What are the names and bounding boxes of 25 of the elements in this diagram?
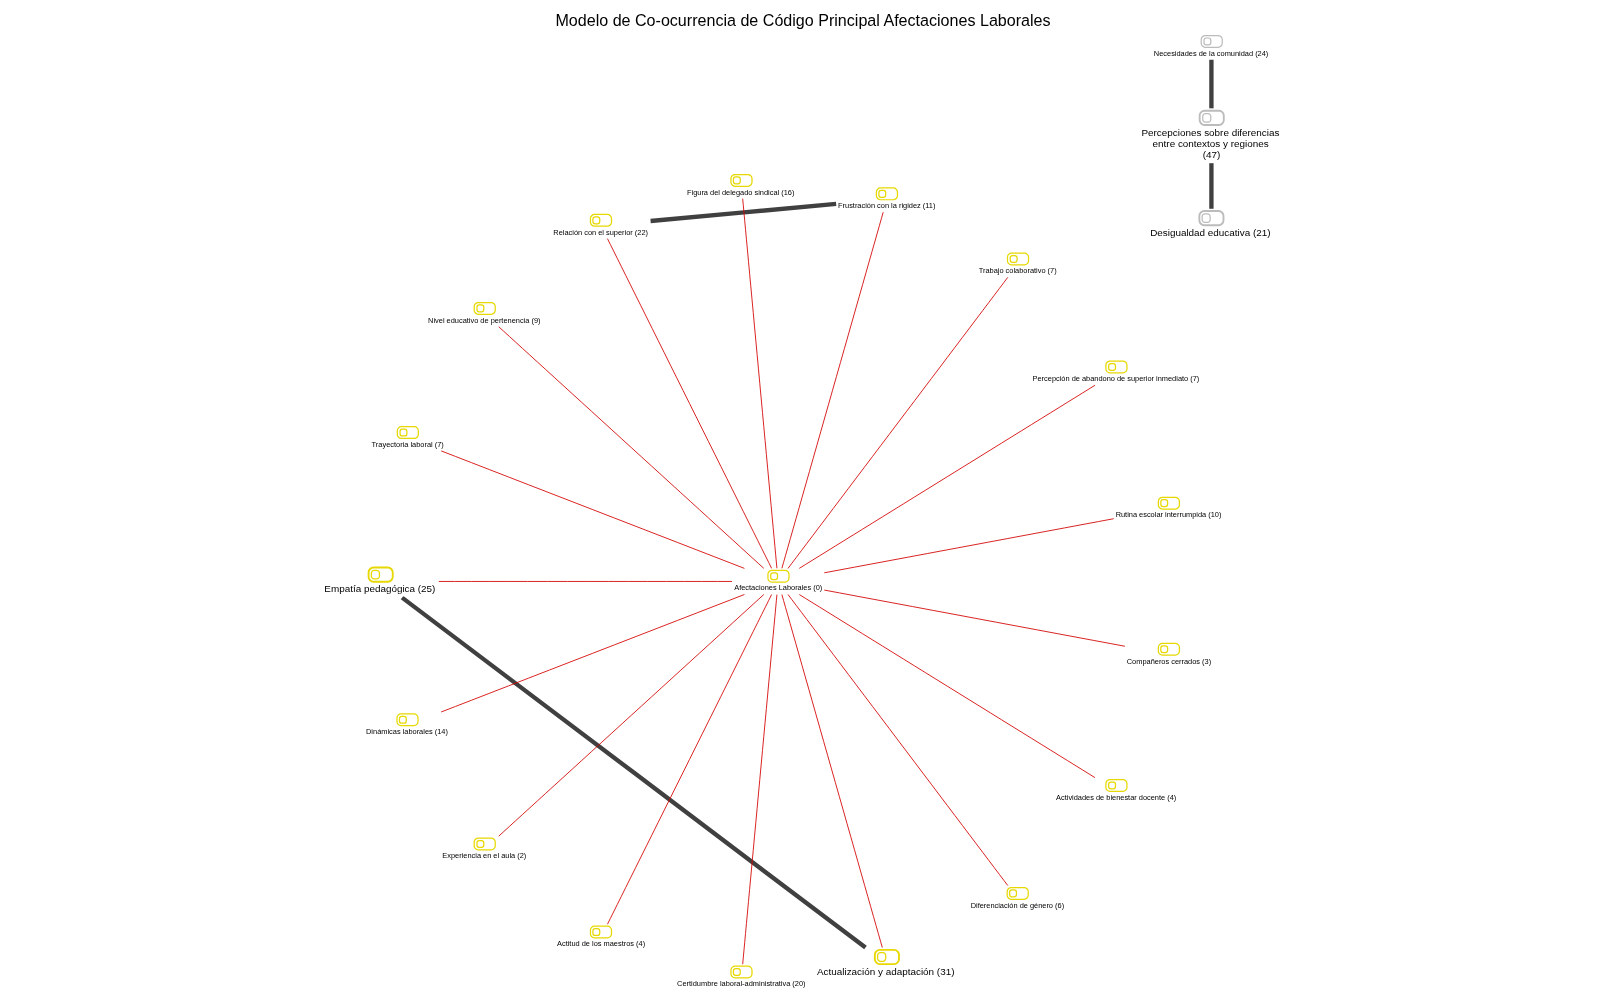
node-label: Actualización y adaptación (31): [816, 965, 955, 977]
connector: [1209, 163, 1214, 209]
connector: [823, 589, 1126, 647]
connector: [823, 518, 1115, 574]
connector: [742, 198, 778, 569]
connector: [781, 211, 884, 569]
connector: [798, 384, 1096, 569]
connector: [607, 238, 773, 569]
connector: [1209, 59, 1214, 109]
connector: [742, 594, 778, 965]
node-text: Empatía pedagógica (25): [324, 583, 436, 595]
connector: [498, 594, 765, 837]
connector: [607, 594, 773, 925]
connector: [440, 594, 745, 713]
connector: [787, 276, 1009, 569]
node-label: Desigualdad educativa (21): [1150, 226, 1271, 238]
connector: [498, 326, 765, 569]
connector: [798, 594, 1096, 779]
node-label: Percepciones sobre diferencias entre contextos y regiones (47): [1141, 126, 1280, 160]
connector: [650, 201, 837, 224]
connector: [781, 594, 883, 948]
diagram-title: Modelo de Co-ocurrencia de Código Principal Afectaciones Laborales: [555, 11, 1051, 30]
connector: [440, 450, 745, 569]
connector: [438, 581, 733, 582]
connector: [787, 594, 1009, 886]
